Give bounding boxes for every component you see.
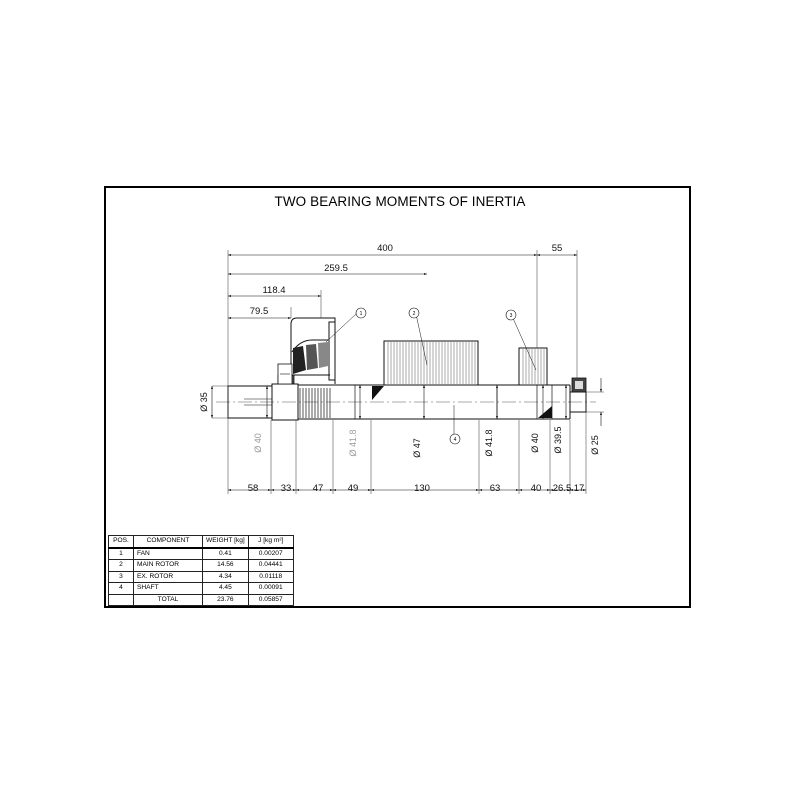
components-table: POS. COMPONENT WEIGHT [kg] J [kg m²] 1 F… [108, 535, 294, 606]
dim-58: 58 [248, 483, 259, 494]
drawing-title: TWO BEARING MOMENTS OF INERTIA [274, 194, 526, 209]
balloon-4: 4 [454, 437, 457, 443]
dia-35: Ø 35 [199, 392, 209, 412]
header-pos: POS. [108, 535, 134, 549]
bearing-right [571, 377, 587, 393]
dim-79-5: 79.5 [250, 306, 269, 317]
exciter-shoulder [538, 406, 552, 418]
header-weight: WEIGHT [kg] [202, 535, 249, 549]
row-j: 0.00091 [247, 582, 294, 595]
balloons [355, 307, 517, 445]
dim-26-5: 26.5 [553, 483, 572, 494]
dim-130: 130 [414, 483, 430, 494]
rotor-shoulder-left [372, 386, 384, 400]
row-pos: 2 [108, 559, 134, 572]
row-pos: 1 [108, 547, 134, 560]
dia-41-8-left: Ø 41.8 [348, 429, 358, 456]
table-row: 3 EX. ROTOR 4.34 0.01118 [108, 570, 294, 583]
row-weight: 0.41 [202, 547, 249, 560]
fan-blades [293, 342, 328, 374]
balloon-2: 2 [413, 311, 416, 317]
header-component: COMPONENT [133, 535, 203, 549]
fan-hub-hatch [299, 388, 331, 418]
row-j: 0.04441 [247, 559, 294, 572]
row-component: FAN [133, 547, 203, 560]
dim-118-4: 118.4 [262, 285, 285, 296]
row-pos: 4 [108, 582, 134, 595]
row-component: EX. ROTOR [133, 570, 203, 583]
table-row: 4 SHAFT 4.45 0.00091 [108, 582, 294, 595]
total-weight: 23.76 [202, 593, 249, 606]
row-pos: 3 [108, 570, 134, 583]
diameter-arrows [210, 378, 604, 426]
header-j: J [kg m²] [247, 535, 294, 549]
exciter-rotor [518, 347, 548, 386]
dim-47: 47 [313, 483, 324, 494]
top-dimension-lines [228, 253, 577, 320]
dim-400: 400 [377, 243, 393, 254]
dim-55: 55 [552, 243, 563, 254]
main-rotor [383, 340, 479, 386]
dim-259-5: 259.5 [324, 263, 348, 274]
row-weight: 4.45 [202, 582, 249, 595]
dia-25: Ø 25 [590, 435, 600, 455]
table-header-row: POS. COMPONENT WEIGHT [kg] J [kg m²] [108, 535, 294, 549]
table-total-row: TOTAL 23.76 0.05857 [108, 593, 294, 606]
total-pos-empty [108, 593, 134, 606]
dia-41-8-right: Ø 41.8 [484, 429, 494, 456]
row-component: MAIN ROTOR [133, 559, 203, 572]
dia-39-5: Ø 39.5 [553, 426, 563, 453]
dim-63: 63 [490, 483, 501, 494]
dim-49: 49 [348, 483, 359, 494]
row-j: 0.01118 [247, 570, 294, 583]
row-j: 0.00207 [247, 547, 294, 560]
table-row: 2 MAIN ROTOR 14.56 0.04441 [108, 559, 294, 572]
row-weight: 4.34 [202, 570, 249, 583]
total-label: TOTAL [133, 593, 203, 606]
balloon-1: 1 [360, 311, 363, 317]
dia-40-right: Ø 40 [530, 433, 540, 453]
dia-40-left: Ø 40 [253, 433, 263, 453]
extension-lines [227, 250, 587, 494]
total-j: 0.05857 [247, 593, 294, 606]
dim-33: 33 [281, 483, 292, 494]
table-row: 1 FAN 0.41 0.00207 [108, 547, 294, 560]
row-component: SHAFT [133, 582, 203, 595]
row-weight: 14.56 [202, 559, 249, 572]
dim-17: 17 [574, 483, 585, 494]
balloon-3: 3 [510, 313, 513, 319]
dim-40: 40 [531, 483, 542, 494]
dia-47: Ø 47 [412, 438, 422, 458]
balloon-leaders [325, 313, 537, 436]
